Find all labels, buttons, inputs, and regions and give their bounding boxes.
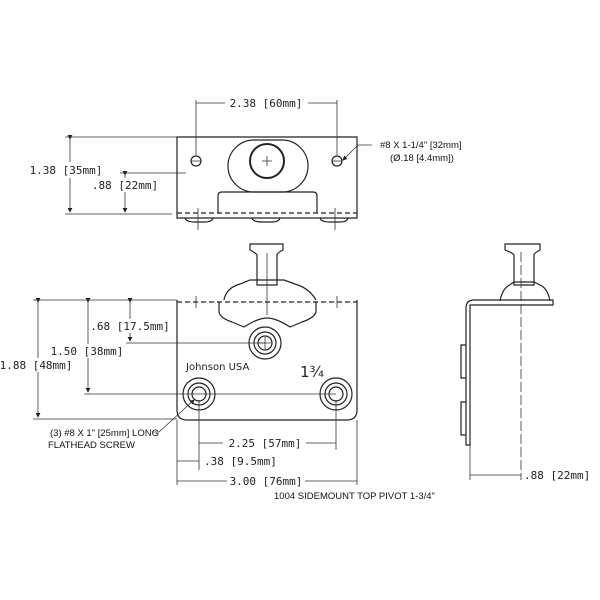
dim-hole-row: 1.50 [38mm] <box>51 345 124 358</box>
dim-top-hole-height: .88 [22mm] <box>92 179 158 192</box>
drawing-title: 1004 SIDEMOUNT TOP PIVOT 1-3/4" <box>274 491 435 502</box>
side-view: .88 [22mm] <box>460 243 590 482</box>
size-stamp: 1¾ <box>300 363 325 381</box>
dim-side-offset: .88 [22mm] <box>524 469 590 482</box>
pivot-pin <box>249 243 284 286</box>
top-screw-size: (Ø.18 [4.4mm]) <box>390 153 454 164</box>
side-plate <box>465 299 554 446</box>
front-plate <box>176 300 358 421</box>
tab <box>217 191 318 213</box>
top-screw-label: #8 X 1-1/4" [32mm] <box>380 140 462 151</box>
front-screw-label: (3) #8 X 1" [25mm] LONG <box>50 428 159 439</box>
side-pivot-pin <box>504 243 541 286</box>
dim-hole-spacing: 2.25 [57mm] <box>229 437 302 450</box>
dim-center-hole: .68 [17.5mm] <box>90 320 169 333</box>
top-view: 2.38 [60mm] 1.38 [35mm] .88 [22mm] #8 X … <box>28 97 462 230</box>
dim-front-height: 1.88 [48mm] <box>0 359 72 372</box>
dim-edge-offset: .38 [9.5mm] <box>204 455 277 468</box>
front-screw-type: FLATHEAD SCREW <box>48 440 135 451</box>
dim-front-width: 3.00 [76mm] <box>230 475 303 488</box>
pivot-base <box>223 279 317 301</box>
pivot-circle <box>249 143 285 179</box>
front-view: Johnson USA 1¾ 1.88 [48mm] 1.50 [38mm] .… <box>0 243 358 488</box>
top-plate <box>176 136 358 219</box>
slot-oval <box>227 139 309 193</box>
dim-top-height: 1.38 [35mm] <box>30 164 103 177</box>
brand-stamp: Johnson USA <box>185 362 249 373</box>
dim-top-width: 2.38 [60mm] <box>230 97 303 110</box>
